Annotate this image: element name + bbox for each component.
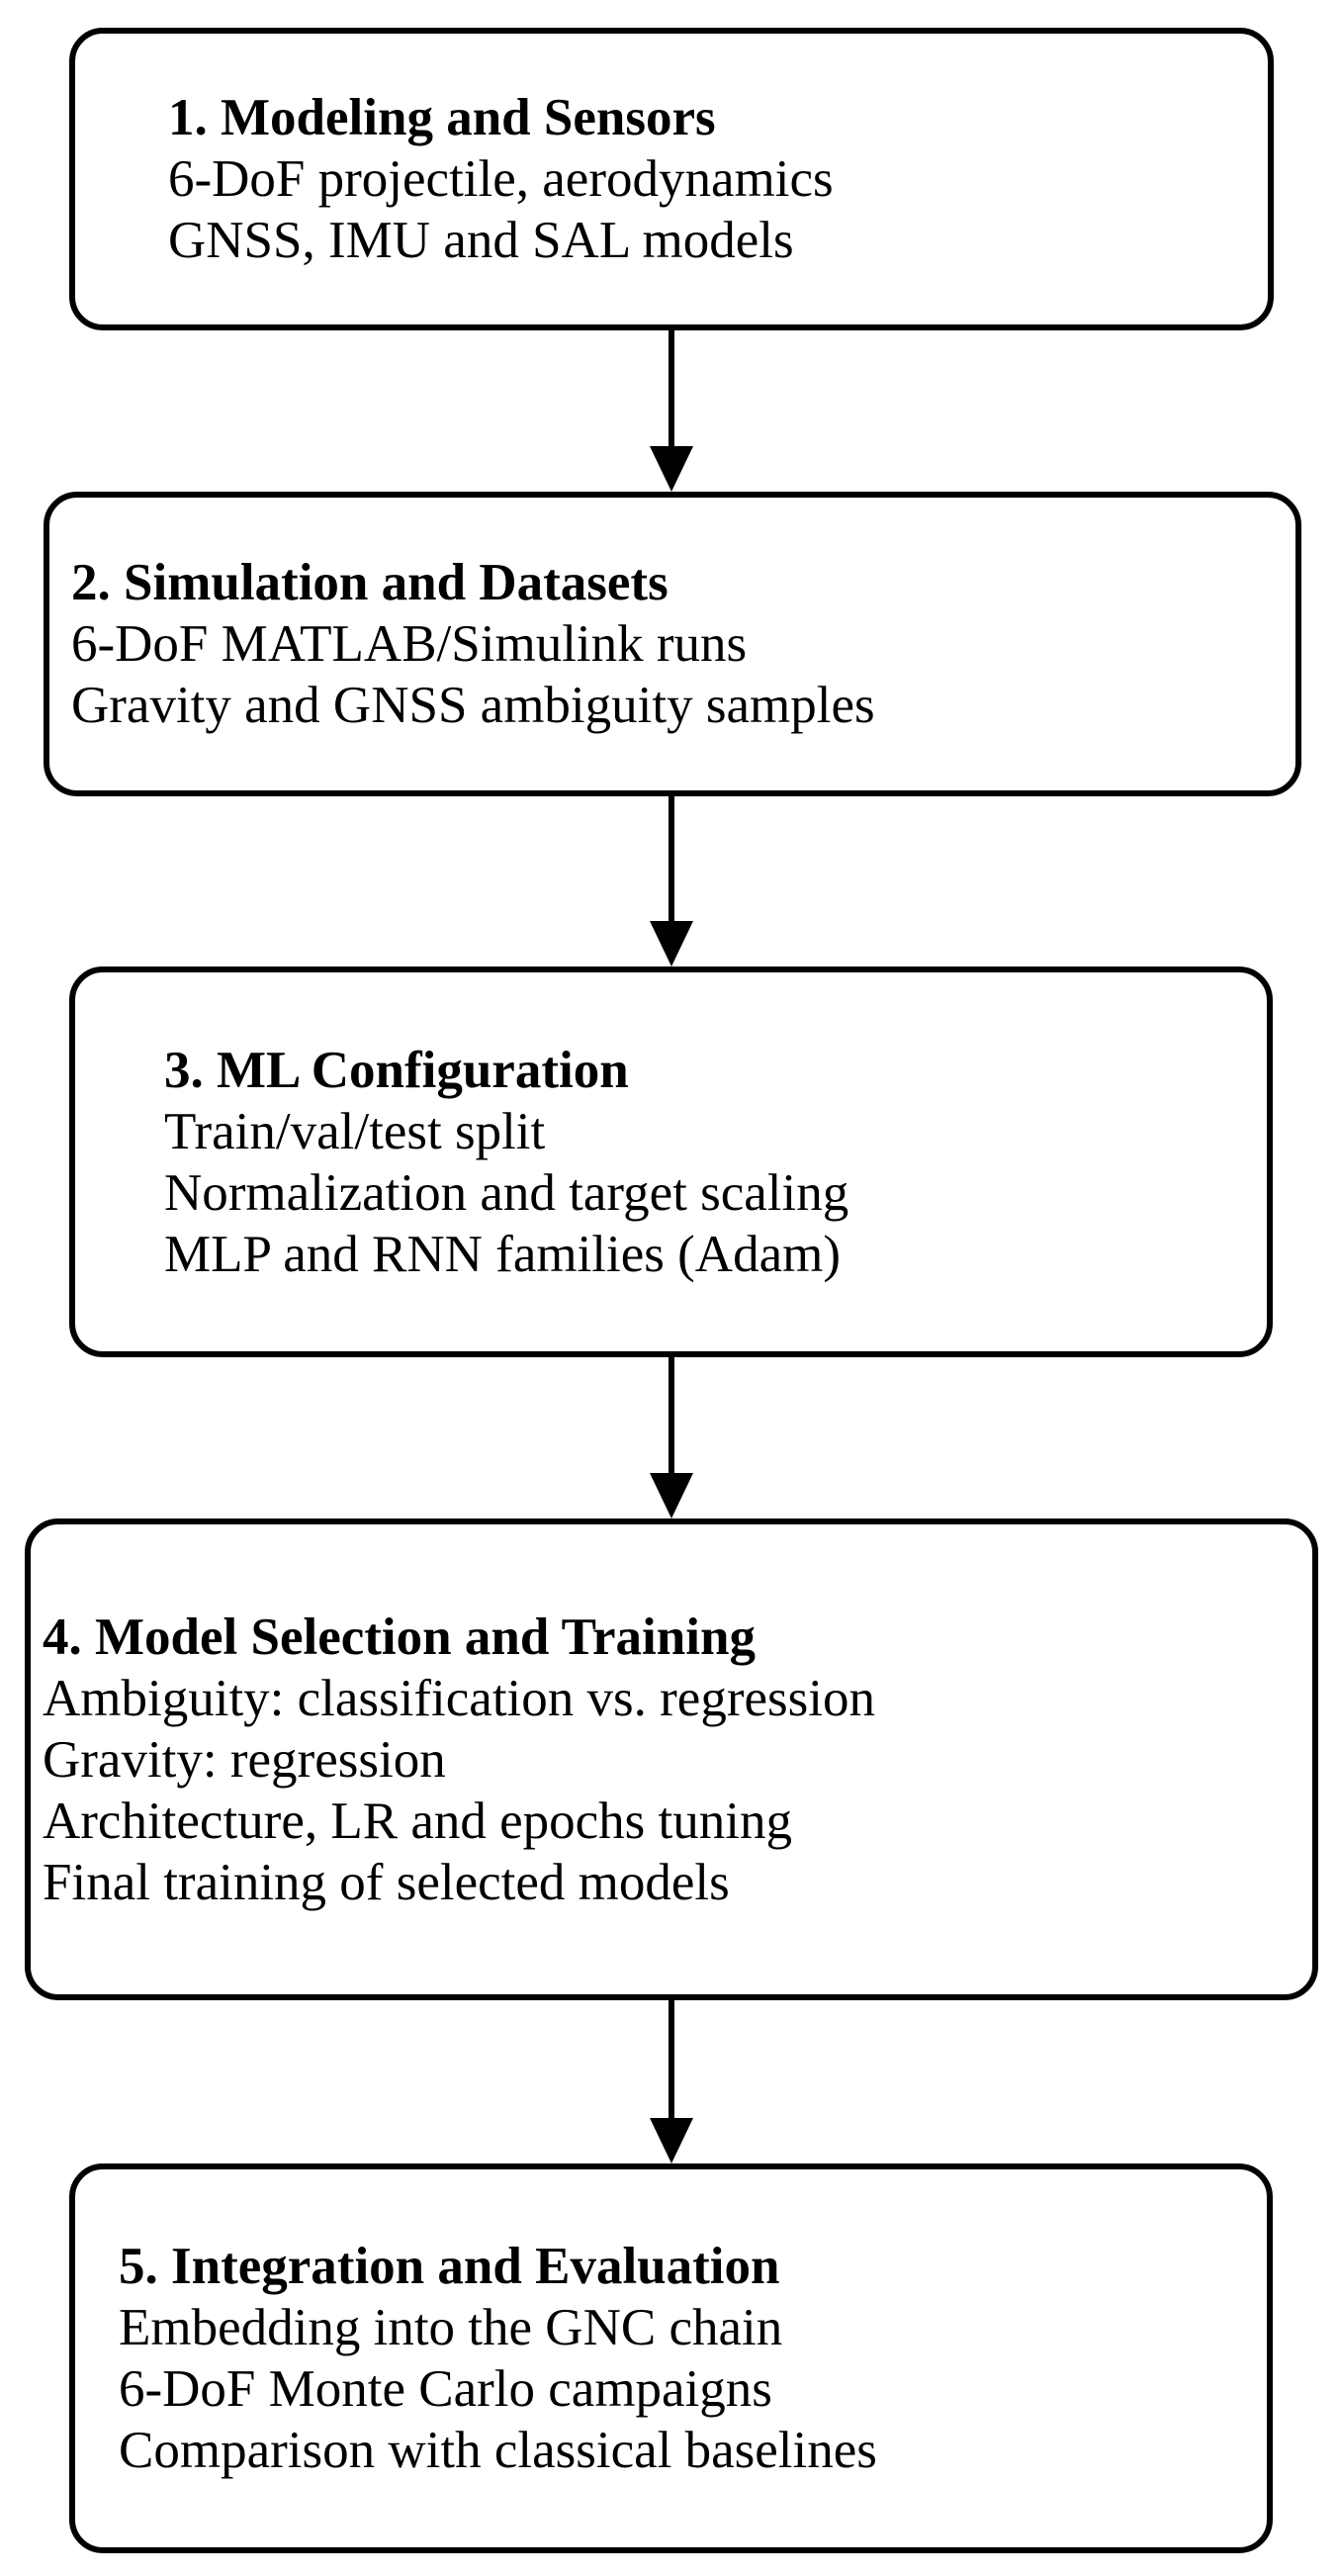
flow-node-2-line-2: Gravity and GNSS ambiguity samples [71, 677, 875, 734]
flow-node-3[interactable]: 3. ML Configuration Train/val/test split… [69, 966, 1273, 1357]
arrow-shaft [669, 796, 674, 921]
flow-node-5-line-2: 6-DoF Monte Carlo campaigns [119, 2360, 772, 2418]
flow-node-4-line-1: Ambiguity: classification vs. regression [43, 1669, 875, 1727]
flow-node-2[interactable]: 2. Simulation and Datasets 6-DoF MATLAB/… [44, 492, 1301, 796]
flow-node-1-title: 1. Modeling and Sensors [168, 89, 716, 146]
flow-node-3-line-2: Normalization and target scaling [164, 1163, 849, 1222]
flow-node-1-line-1: 6-DoF projectile, aerodynamics [168, 150, 834, 208]
flow-node-5[interactable]: 5. Integration and Evaluation Embedding … [69, 2163, 1273, 2553]
arrowhead-down-icon [650, 1473, 693, 1518]
flow-node-1-text: 1. Modeling and Sensors 6-DoF projectile… [75, 87, 1268, 271]
flow-node-3-line-1: Train/val/test split [164, 1102, 546, 1160]
flow-arrow-4-to-5 [650, 2000, 693, 2163]
arrowhead-down-icon [650, 446, 693, 492]
arrow-shaft [669, 1357, 674, 1473]
flow-node-5-title: 5. Integration and Evaluation [119, 2238, 780, 2295]
arrowhead-down-icon [650, 921, 693, 966]
flow-node-3-text: 3. ML Configuration Train/val/test split… [75, 1040, 1267, 1285]
flow-node-1[interactable]: 1. Modeling and Sensors 6-DoF projectile… [69, 28, 1274, 330]
flow-node-5-line-3: Comparison with classical baselines [119, 2422, 877, 2479]
arrow-shaft [669, 2000, 674, 2118]
flow-node-5-text: 5. Integration and Evaluation Embedding … [75, 2236, 1267, 2481]
flow-arrow-1-to-2 [650, 330, 693, 492]
flow-node-4-text: 4. Model Selection and Training Ambiguit… [31, 1607, 1312, 1913]
flow-node-4-title: 4. Model Selection and Training [43, 1608, 756, 1666]
flow-node-4-line-2: Gravity: regression [43, 1730, 446, 1789]
flow-node-2-text: 2. Simulation and Datasets 6-DoF MATLAB/… [49, 552, 1295, 736]
arrowhead-down-icon [650, 2118, 693, 2163]
flow-node-4[interactable]: 4. Model Selection and Training Ambiguit… [25, 1518, 1318, 2000]
flow-node-3-line-3: MLP and RNN families (Adam) [164, 1225, 841, 1283]
flow-node-4-line-3: Architecture, LR and epochs tuning [43, 1792, 792, 1850]
flow-node-3-title: 3. ML Configuration [164, 1041, 629, 1099]
flow-node-1-line-2: GNSS, IMU and SAL models [168, 212, 794, 269]
flow-node-2-line-1: 6-DoF MATLAB/Simulink runs [71, 615, 748, 673]
arrow-shaft [669, 330, 674, 446]
flow-node-2-title: 2. Simulation and Datasets [71, 554, 669, 611]
flow-node-5-line-1: Embedding into the GNC chain [119, 2299, 783, 2356]
flow-arrow-2-to-3 [650, 796, 693, 966]
flow-arrow-3-to-4 [650, 1357, 693, 1518]
flow-node-4-line-4: Final training of selected models [43, 1853, 730, 1911]
